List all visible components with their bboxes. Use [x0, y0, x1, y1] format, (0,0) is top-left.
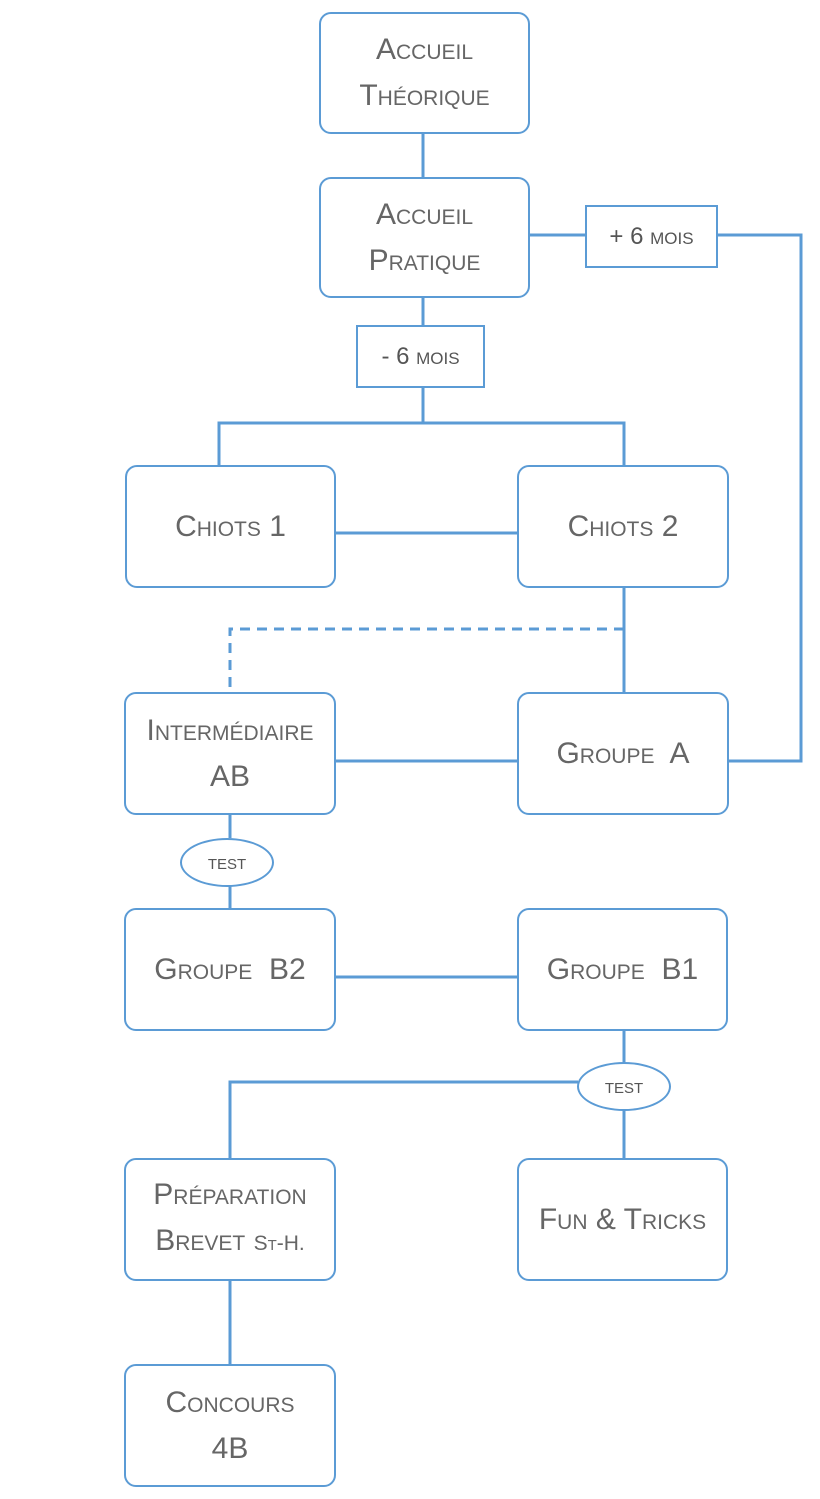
- node-intermediaire-ab-line1: Intermédiaire: [146, 713, 314, 747]
- node-groupe-b2-label: Groupe B2: [154, 952, 306, 986]
- node-accueil-pratique-line2: Pratique: [368, 243, 481, 277]
- node-chiots-1: Chiots 1: [125, 465, 336, 588]
- node-groupe-b1: Groupe B1: [517, 908, 728, 1031]
- node-groupe-b1-label: Groupe B1: [546, 952, 699, 986]
- label-minus-6-mois: - 6 mois: [356, 325, 485, 388]
- node-accueil-pratique-line1: Accueil: [375, 197, 474, 231]
- node-chiots-1-label: Chiots 1: [175, 509, 286, 543]
- connector-dashed-intermediaire: [228, 627, 624, 692]
- label-test-2: test: [577, 1062, 671, 1111]
- node-intermediaire-ab-line2: AB: [209, 759, 251, 793]
- node-intermediaire-ab: Intermédiaire AB: [124, 692, 336, 815]
- node-preparation-brevet-line1: Préparation: [153, 1178, 307, 1211]
- node-accueil-theorique-line1: Accueil: [375, 33, 474, 66]
- node-chiots-2-label: Chiots 2: [567, 509, 679, 543]
- node-concours-4b: Concours 4B: [124, 1364, 336, 1487]
- node-groupe-a: Groupe A: [517, 692, 729, 815]
- connector-plus6-groupea: [717, 233, 803, 763]
- label-plus-6-mois: + 6 mois: [585, 205, 718, 268]
- node-concours-4b-line2: 4B: [211, 1431, 249, 1465]
- node-fun-tricks: Fun & Tricks: [517, 1158, 728, 1281]
- node-groupe-a-label: Groupe A: [556, 736, 690, 770]
- node-accueil-theorique: Accueil Théorique: [319, 12, 530, 134]
- node-preparation-brevet: Préparation Brevet St-H.: [124, 1158, 336, 1281]
- node-preparation-brevet-line2-small: St-H.: [253, 1232, 305, 1255]
- node-preparation-brevet-line2: Brevet St-H.: [155, 1218, 305, 1267]
- node-accueil-pratique: Accueil Pratique: [319, 177, 530, 298]
- label-test-1: test: [180, 838, 274, 887]
- node-chiots-2: Chiots 2: [517, 465, 729, 588]
- node-groupe-b2: Groupe B2: [124, 908, 336, 1031]
- node-fun-tricks-label: Fun & Tricks: [538, 1202, 707, 1236]
- connector-split-chiots: [217, 421, 626, 465]
- node-concours-4b-line1: Concours: [165, 1385, 295, 1419]
- node-accueil-theorique-line2: Théorique: [359, 79, 490, 112]
- node-preparation-brevet-line2-main: Brevet: [155, 1224, 246, 1257]
- connector-test-preparation: [228, 1080, 578, 1158]
